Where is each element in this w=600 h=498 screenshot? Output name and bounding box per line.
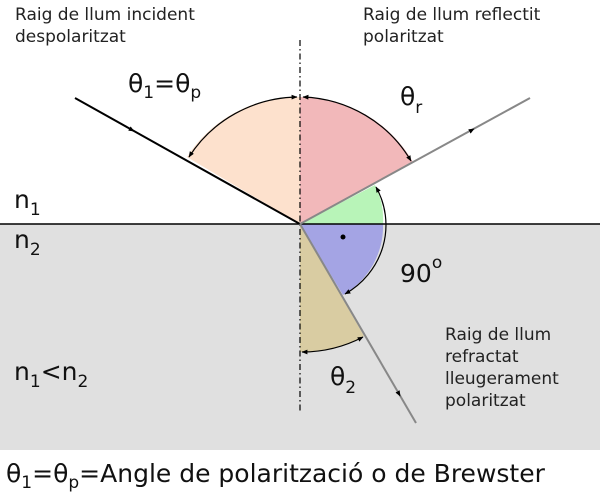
incident-angle-sector [187,96,300,224]
refracted-ray [299,223,417,424]
reflected-ray [299,97,531,225]
ninety-degree-label: 90o [400,253,442,288]
right-angle-dot [340,234,346,240]
theta-2-arc [301,336,364,355]
incident-ray [74,97,301,225]
refracted-label: Raig de llum refractat lleugerament pola… [445,325,564,411]
n1-less-than-n2-label: n1<n2 [14,357,88,392]
caption: θ1=θp=Angle de polarització o de Brewste… [6,459,546,493]
ninety-degree-arc [344,186,387,295]
theta-2-label: θ2 [330,362,356,398]
theta-p-arc [188,94,298,158]
theta-r-label: θr [400,82,422,118]
incident-label: Raig de llum incident despolaritzat [15,5,200,47]
refracted-angle-sector [300,224,364,353]
theta1-equals-thetap-label: θ1=θp [128,69,201,103]
reflected-label: Raig de llum reflectit polaritzat [363,5,546,47]
theta-r-arc [302,94,412,162]
n1-label: n1 [14,185,41,220]
n2-label: n2 [14,225,41,260]
